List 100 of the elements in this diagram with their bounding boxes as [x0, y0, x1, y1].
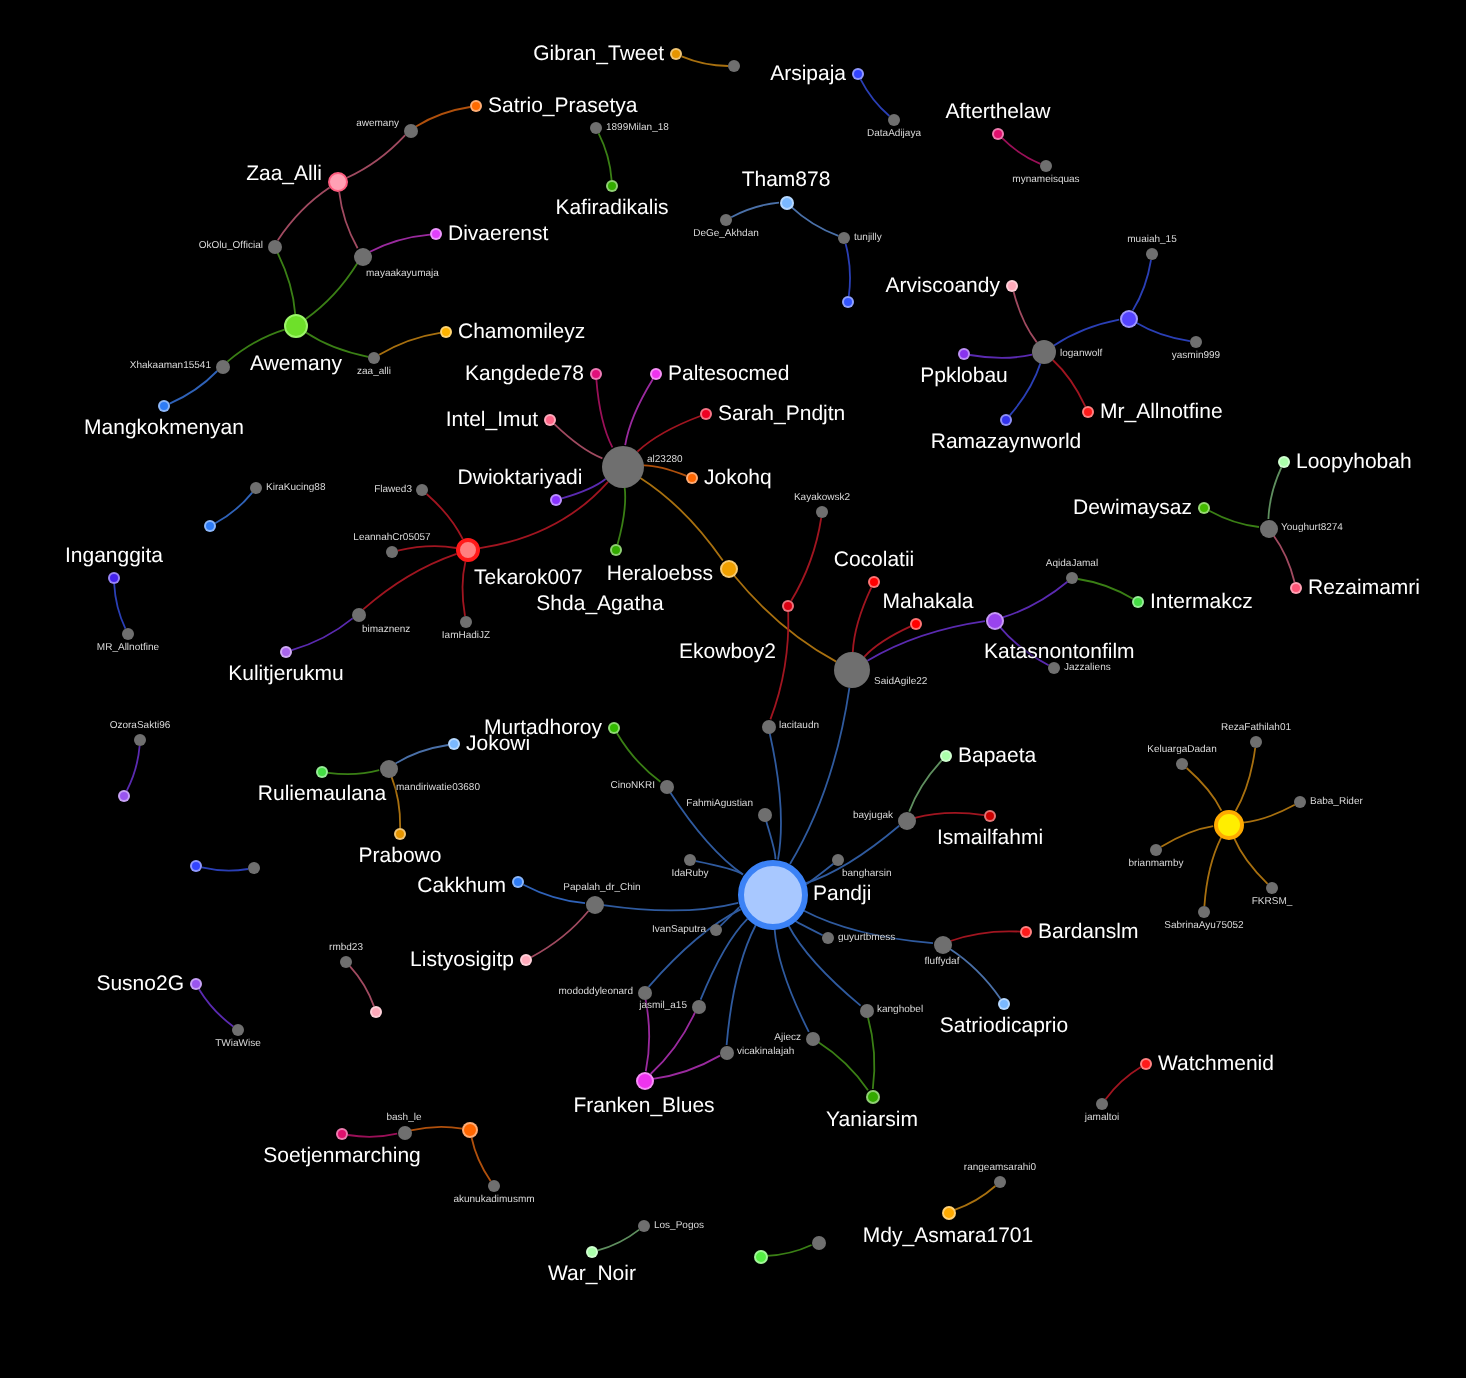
user-node: [650, 368, 662, 380]
user-node: [608, 722, 620, 734]
connection-line: [969, 353, 1034, 359]
username-label: Ramazaynworld: [930, 430, 1082, 454]
user-node: [336, 1128, 348, 1140]
connection-line: [1001, 137, 1042, 165]
username-label: Rezaimamri: [1308, 576, 1421, 600]
connection-line: [668, 790, 744, 876]
connection-line: [168, 370, 219, 405]
mention-node: [637, 985, 651, 999]
mention-node: [834, 652, 870, 688]
user-node: [842, 296, 854, 308]
connection-line: [113, 583, 127, 630]
connection-line: [816, 1040, 869, 1092]
mention-node: [720, 214, 732, 226]
connection-line: [290, 617, 354, 652]
mention-node: [1066, 572, 1078, 584]
connection-line: [725, 924, 757, 1046]
connection-line: [866, 620, 986, 662]
mention-node: [710, 924, 722, 936]
mention-node: [822, 932, 834, 944]
connection-line: [1077, 578, 1134, 600]
mention-node: [340, 956, 352, 968]
user-node: [512, 876, 524, 888]
mention-node: [1190, 336, 1202, 348]
username-label: Jokohq: [704, 466, 772, 490]
mention-node: [638, 1220, 650, 1232]
user-node: [190, 978, 202, 990]
connection-line: [793, 919, 824, 937]
mention-node: [811, 1235, 825, 1249]
username-label: Cocolatii: [833, 548, 915, 572]
connection-line: [338, 191, 359, 250]
user-node: [985, 611, 1003, 629]
mention-node: [1040, 160, 1052, 172]
connection-line: [1208, 509, 1260, 528]
user-node: [1000, 414, 1012, 426]
connection-line: [949, 930, 1021, 942]
connection-line: [732, 574, 838, 663]
connection-line: [859, 78, 891, 117]
user-node: [316, 766, 328, 778]
username-label: Ekowboy2: [679, 640, 776, 664]
mention-node: [757, 807, 771, 821]
mention-node: [838, 232, 850, 244]
connection-line: [866, 1015, 876, 1090]
connection-line: [1053, 318, 1121, 347]
user-node: [586, 1246, 598, 1258]
connection-line: [214, 491, 254, 525]
connection-line: [765, 819, 777, 861]
username-label: Franken_Blues: [573, 1093, 715, 1117]
connection-line: [1160, 825, 1215, 848]
connection-line: [478, 480, 609, 550]
connection-line: [200, 866, 249, 872]
connection-line: [470, 1136, 492, 1182]
connection-line: [409, 1125, 464, 1132]
username-label: Zaa_Alli: [246, 162, 322, 186]
connection-line: [1272, 534, 1296, 584]
mention-node: [933, 935, 951, 953]
mention-node: [248, 862, 260, 874]
mention-node: [590, 122, 602, 134]
connection-line: [305, 331, 370, 358]
username-label: Awemany: [250, 352, 342, 376]
user-node: [910, 618, 922, 630]
connection-line: [1131, 259, 1152, 312]
username-label: Kangdede78: [464, 362, 584, 386]
user-node: [606, 180, 618, 192]
user-node: [868, 576, 880, 588]
connection-line: [304, 262, 359, 320]
mention-node: [397, 1125, 411, 1139]
user-node: [158, 400, 170, 412]
user-node: [1198, 502, 1210, 514]
connection-line: [349, 965, 375, 1008]
user-node: [992, 128, 1004, 140]
connection-line: [1233, 836, 1269, 885]
user-node: [940, 750, 952, 762]
connection-line: [597, 132, 613, 181]
mention-node: [1150, 844, 1162, 856]
connection-line: [804, 862, 835, 886]
username-label: Tekarok007: [474, 566, 583, 590]
username-label: Satrio_Prasetya: [488, 94, 638, 118]
connection-line: [553, 423, 604, 460]
user-node: [118, 790, 130, 802]
user-node: [1006, 280, 1018, 292]
user-node: [520, 954, 532, 966]
mention-node: [684, 854, 696, 866]
mention-node: [134, 734, 146, 746]
mention-node: [1176, 758, 1188, 770]
mention-node: [416, 484, 428, 496]
user-node: [1140, 1058, 1152, 1070]
username-label: Arsipaja: [770, 62, 846, 86]
mention-node: [351, 607, 365, 621]
username-label: Watchmenid: [1158, 1052, 1274, 1076]
connection-line: [680, 55, 729, 67]
mention-node: [232, 1024, 244, 1036]
mention-node: [601, 445, 643, 487]
username-label: Chamomileyz: [458, 320, 586, 344]
user-node: [998, 998, 1010, 1010]
username-label: Soetjenmarching: [263, 1144, 421, 1168]
mention-node: [816, 506, 828, 518]
username-label: Bapaeta: [958, 744, 1037, 768]
username-label: Ismailfahmi: [936, 826, 1044, 850]
